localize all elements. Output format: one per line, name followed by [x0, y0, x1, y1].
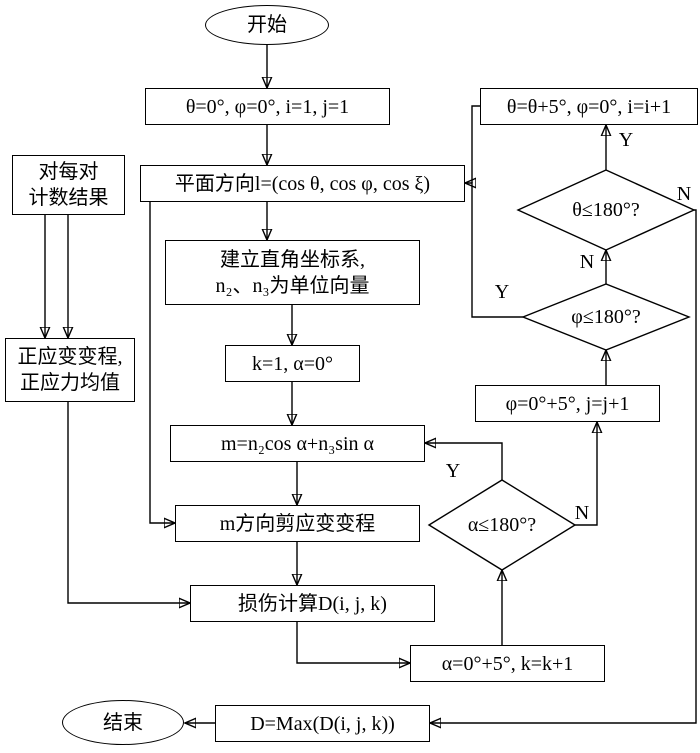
counting-results-line2: 计数结果 — [28, 187, 109, 209]
dmax-box: D=Max(D(i, j, k)) — [215, 705, 430, 742]
edge-damage-alphaupdate — [296, 622, 410, 663]
alpha-update-box: α=0°+5°, k=k+1 — [410, 645, 605, 682]
counting-results-line1: 对每对 — [38, 161, 99, 183]
strain-range-line1: 正应变变程, — [17, 346, 123, 368]
counting-results-box: 对每对 计数结果 — [12, 155, 125, 215]
strain-range-box: 正应变变程, 正应力均值 — [5, 338, 135, 402]
coordinate-system-line1: 建立直角坐标系, — [220, 248, 365, 271]
phi-no-label: N — [579, 251, 595, 273]
strain-range-line2: 正应力均值 — [20, 372, 120, 394]
alpha-no-label: N — [574, 502, 590, 524]
theta-decision-label: θ≤180°? — [572, 199, 640, 221]
init-box: θ=0°, φ=0°, i=1, j=1 — [145, 88, 390, 125]
alpha-yes-label: Y — [445, 460, 461, 482]
theta-yes-label: Y — [618, 129, 634, 151]
edge-phidecision-yes-plane — [465, 183, 523, 318]
alpha-decision-label: α≤180°? — [467, 514, 537, 536]
phi-decision-diamond — [521, 283, 691, 351]
coordinate-system-line2: n₂、n₃为单位向量 — [215, 274, 370, 297]
damage-calc-box: 损伤计算D(i, j, k) — [190, 585, 435, 622]
start-terminal: 开始 — [205, 5, 329, 45]
edge-alphadecision-no-phiupdate — [575, 422, 597, 526]
k-init-box: k=1, α=0° — [225, 345, 360, 382]
edge-strain-damage — [67, 402, 190, 603]
phi-update-box: φ=0°+5°, j=j+1 — [475, 385, 660, 422]
alpha-decision-diamond — [427, 479, 577, 571]
coordinate-system-box: 建立直角坐标系, n₂、n₃为单位向量 — [165, 240, 420, 305]
phi-yes-label: Y — [494, 281, 510, 303]
theta-decision-diamond — [516, 169, 696, 251]
phi-decision-label: φ≤180°? — [571, 306, 641, 328]
edge-alphadecision-yes-mvector — [425, 443, 503, 480]
edge-thetaupdate-plane — [471, 105, 480, 183]
end-terminal: 结束 — [62, 700, 184, 745]
theta-update-box: θ=θ+5°, φ=0°, i=i+1 — [480, 88, 698, 125]
edge-plane-shear-branch — [149, 202, 175, 523]
theta-no-label: N — [676, 183, 692, 205]
m-vector-box: m=n₂cos α+n₃sin α — [170, 425, 425, 462]
shear-strain-box: m方向剪应变变程 — [175, 505, 420, 542]
plane-direction-box: 平面方向l=(cos θ, cos φ, cos ξ) — [140, 165, 465, 202]
